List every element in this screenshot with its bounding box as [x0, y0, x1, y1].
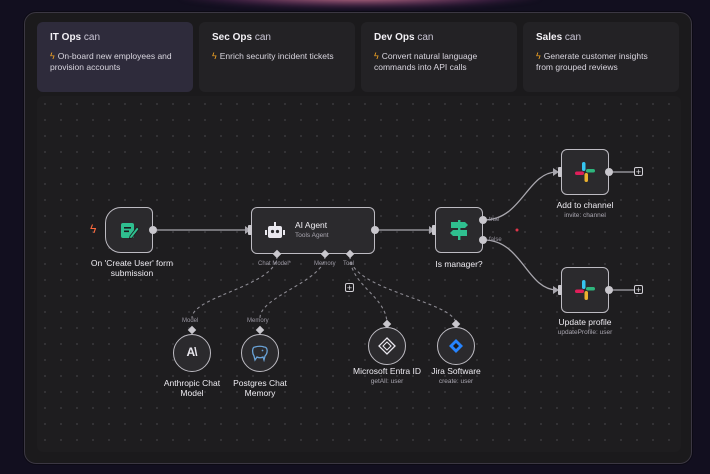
- slack-add-output-port[interactable]: [605, 168, 613, 176]
- lightning-bolt-icon: ϟ: [374, 51, 379, 61]
- tab-can: can: [83, 32, 101, 43]
- jira-icon: [449, 339, 463, 353]
- slack-icon: [575, 280, 595, 300]
- slack-update-label: Update profile: [558, 317, 612, 327]
- ai-agent-node[interactable]: AI Agent Tools Agent: [251, 207, 375, 254]
- slack-update-output-port[interactable]: [605, 286, 613, 294]
- agent-input-port[interactable]: [248, 225, 252, 235]
- entra-node[interactable]: [368, 327, 406, 365]
- tab-team-name: Dev Ops: [374, 32, 415, 43]
- tool-port-label: Tool: [343, 261, 355, 267]
- wire-false-update: [483, 239, 558, 291]
- tab-team-name: Sales: [536, 32, 563, 43]
- trigger-node[interactable]: [105, 207, 153, 253]
- postgres-label: Postgres Chat Memory: [233, 378, 287, 398]
- chat-model-port-label: Chat Model*: [258, 261, 292, 267]
- robot-icon: [265, 222, 285, 238]
- top-glow: [180, 0, 540, 8]
- slack-add-node[interactable]: [561, 149, 609, 195]
- slack-add-label: Add to channel: [556, 200, 614, 210]
- postgres-elephant-icon: [251, 345, 268, 362]
- tab-description: Convert natural language commands into A…: [374, 51, 478, 72]
- memory-node-port-label: Memory: [247, 318, 269, 324]
- microsoft-entra-icon: [378, 337, 396, 355]
- jira-node[interactable]: [437, 327, 475, 365]
- cursor-dot: [515, 228, 519, 232]
- add-node-after-update-button[interactable]: +: [634, 285, 643, 295]
- lightning-bolt-icon: ϟ: [212, 51, 217, 61]
- if-true-port[interactable]: [479, 216, 487, 224]
- memory-port-label: Memory: [314, 261, 336, 267]
- trigger-label: On 'Create User' form submission: [90, 258, 174, 278]
- model-port-label: Model: [182, 318, 199, 324]
- slack-update-sub: updateProfile: user: [557, 329, 613, 336]
- if-label: Is manager?: [435, 259, 483, 269]
- tab-can: can: [417, 32, 434, 43]
- lightning-bolt-icon: ϟ: [50, 51, 55, 61]
- anthropic-icon: A\: [186, 345, 198, 359]
- trigger-output-port[interactable]: [149, 226, 157, 234]
- agent-subtitle: Tools Agent: [295, 232, 329, 239]
- agent-output-port[interactable]: [371, 226, 379, 234]
- tab-description: Enrich security incident tickets: [219, 51, 334, 61]
- jira-sub: create: user: [438, 378, 474, 385]
- wire-true-add: [483, 171, 558, 221]
- wire-memory: [259, 255, 326, 319]
- agent-title: AI Agent: [295, 220, 328, 230]
- true-branch-label: true: [489, 217, 500, 223]
- tab-team-name: IT Ops: [50, 32, 82, 43]
- if-node[interactable]: [435, 207, 483, 253]
- tab-can: can: [254, 32, 271, 43]
- trigger-bolt-icon: ϟ: [90, 222, 97, 236]
- tab-team-name: Sec Ops: [212, 32, 253, 43]
- if-input-port[interactable]: [432, 225, 436, 235]
- slack-update-input-port[interactable]: [558, 285, 562, 295]
- jira-label: Jira Software: [431, 366, 481, 376]
- postgres-node[interactable]: [241, 334, 279, 372]
- entra-sub: getAll: user: [370, 378, 404, 385]
- wire-tool-entra: [349, 255, 388, 325]
- anthropic-label: Anthropic Chat Model: [163, 378, 221, 398]
- slack-add-input-port[interactable]: [558, 167, 562, 177]
- signpost-icon: [450, 220, 468, 240]
- anthropic-node[interactable]: A\: [173, 334, 211, 372]
- slack-icon: [575, 162, 595, 182]
- wire-tool-jira: [349, 255, 457, 325]
- add-node-after-add-button[interactable]: +: [634, 167, 643, 177]
- entra-label: Microsoft Entra ID: [352, 366, 422, 376]
- if-false-port[interactable]: [479, 236, 487, 244]
- tab-can: can: [564, 32, 582, 43]
- tab-description: On-board new employees and provision acc…: [50, 51, 172, 72]
- workflow-canvas[interactable]: ϟ On 'Create User' form submission AI Ag…: [37, 96, 681, 452]
- false-branch-label: false: [489, 237, 502, 243]
- lightning-bolt-icon: ϟ: [536, 51, 541, 61]
- slack-update-node[interactable]: [561, 267, 609, 313]
- add-tool-button[interactable]: +: [345, 283, 354, 293]
- form-icon: [121, 223, 140, 240]
- slack-add-sub: invite: channel: [564, 212, 606, 219]
- tab-description: Generate customer insights from grouped …: [536, 51, 648, 72]
